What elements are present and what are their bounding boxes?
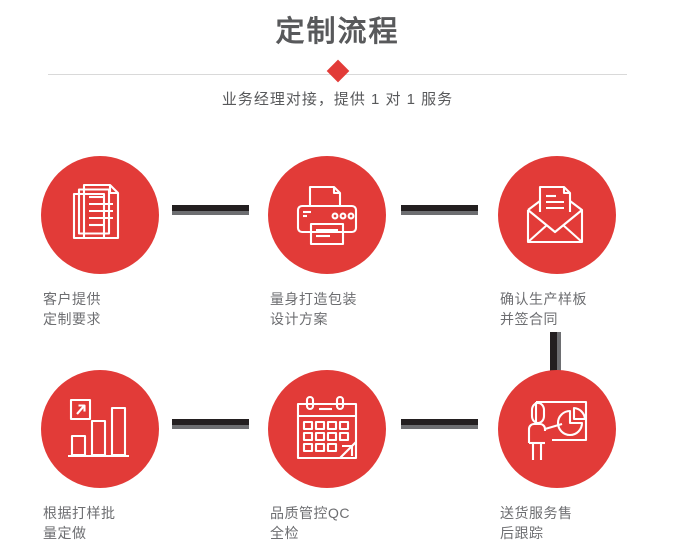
step-1-caption: 客户提供 定制要求 [0,289,200,329]
process-step-3[interactable]: 确认生产样板 并签合同 [457,156,657,329]
step-6-caption-line-2: 后跟踪 [500,525,544,541]
step-2-caption: 量身打造包装 设计方案 [227,289,427,329]
step-4-icon-circle [41,370,159,488]
connector-bar [172,419,249,425]
diamond-marker-icon [326,59,350,83]
step-3-caption: 确认生产样板 并签合同 [457,289,657,329]
envelope-document-icon [526,185,584,244]
process-step-5[interactable]: 品质管控QC 全检 [227,370,427,543]
process-step-2[interactable]: 量身打造包装 设计方案 [227,156,427,329]
step-6-caption: 送货服务售 后跟踪 [457,503,657,543]
connector-bar [550,332,557,372]
step-5-caption-line-2: 全检 [270,525,299,541]
step-5-icon-circle [268,370,386,488]
page-title: 定制流程 [275,16,400,48]
step-4-caption: 根据打样批 量定做 [0,503,200,543]
step-6-icon-circle [498,370,616,488]
step-2-icon-circle [268,156,386,274]
step-5-caption: 品质管控QC 全检 [227,503,427,543]
printer-icon [296,185,358,246]
page-subtitle: 业务经理对接，提供 1 对 1 服务 [221,91,454,108]
connector-bar [401,419,478,425]
presentation-pie-chart-icon [527,400,588,460]
step-1-icon-circle [41,156,159,274]
connector-step5-step6 [401,419,478,429]
connector-step1-step2 [172,205,249,215]
step-1-caption-line-1: 客户提供 [43,291,101,307]
connector-step4-step5 [172,419,249,429]
connector-bar-shadow [557,332,561,372]
process-step-4[interactable]: 根据打样批 量定做 [0,370,200,543]
connector-bar [401,205,478,211]
step-2-caption-line-1: 量身打造包装 [270,291,357,307]
process-step-6[interactable]: 送货服务售 后跟踪 [457,370,657,543]
step-5-caption-line-1: 品质管控QC [270,505,350,521]
step-2-caption-line-2: 设计方案 [270,311,328,327]
connector-step2-step3 [401,205,478,215]
connector-bar-shadow [172,211,249,215]
step-1-caption-line-2: 定制要求 [43,311,101,327]
step-4-caption-line-2: 量定做 [43,525,87,541]
step-3-icon-circle [498,156,616,274]
connector-bar-shadow [401,211,478,215]
step-3-caption-line-1: 确认生产样板 [500,291,587,307]
connector-bar-shadow [401,425,478,429]
bar-chart-growth-icon [68,398,129,458]
process-step-1[interactable]: 客户提供 定制要求 [0,156,200,329]
connector-bar [172,205,249,211]
step-6-caption-line-1: 送货服务售 [500,505,573,521]
calendar-icon [296,395,358,460]
step-4-caption-line-1: 根据打样批 [43,505,116,521]
documents-icon [72,183,120,240]
step-3-caption-line-2: 并签合同 [500,311,558,327]
connector-bar-shadow [172,425,249,429]
connector-step3-step6 [550,332,561,372]
